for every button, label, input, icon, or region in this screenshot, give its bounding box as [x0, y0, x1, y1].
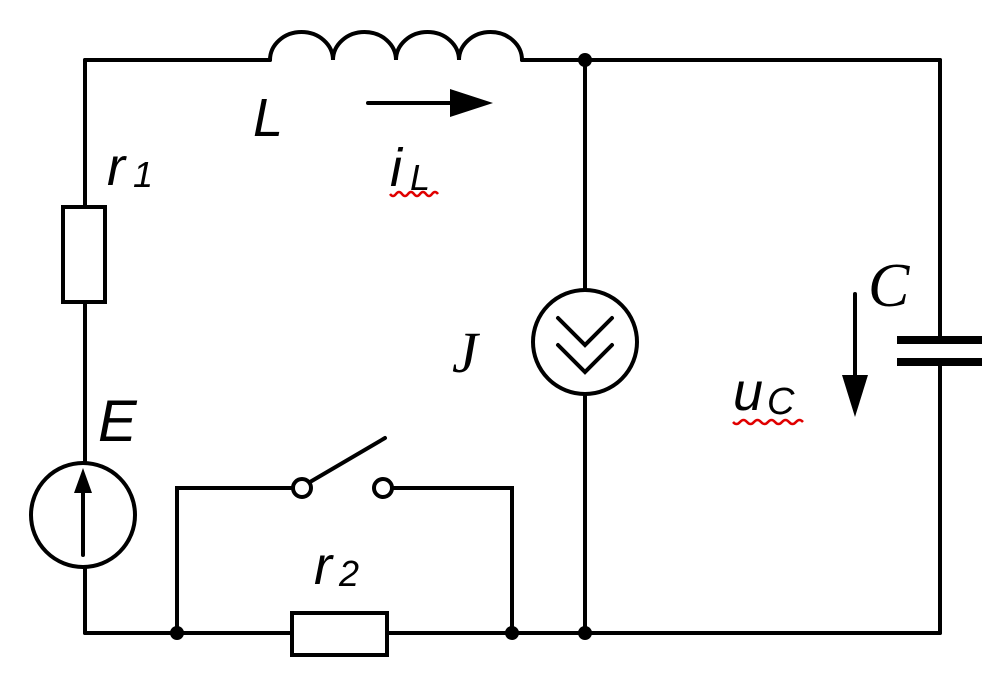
svg-text:L: L	[410, 157, 430, 198]
current-arrow-iL	[366, 89, 493, 117]
label-L: L	[253, 88, 283, 148]
capacitor-C	[897, 336, 982, 366]
resistor-r1	[61, 205, 107, 304]
switch	[291, 436, 394, 499]
label-r1: r 1	[107, 137, 153, 197]
svg-text:2: 2	[338, 553, 359, 594]
svg-text:r: r	[107, 137, 127, 197]
switch-branch	[175, 486, 514, 635]
svg-text:C: C	[767, 381, 795, 423]
label-uC: u C	[732, 362, 804, 426]
svg-text:r: r	[314, 536, 334, 596]
svg-text:i: i	[390, 138, 404, 198]
resistor-r2	[290, 611, 389, 657]
voltage-arrow-uC	[842, 292, 868, 417]
label-J: J	[452, 320, 481, 385]
current-source-J	[531, 288, 639, 396]
label-iL: i L	[389, 138, 439, 198]
svg-text:u: u	[733, 362, 763, 422]
svg-text:1: 1	[133, 154, 153, 195]
voltage-source-E	[29, 461, 137, 569]
label-C: C	[868, 252, 910, 320]
label-r2: r 2	[314, 536, 359, 596]
inductor-L	[268, 30, 524, 62]
label-E: E	[98, 389, 138, 454]
